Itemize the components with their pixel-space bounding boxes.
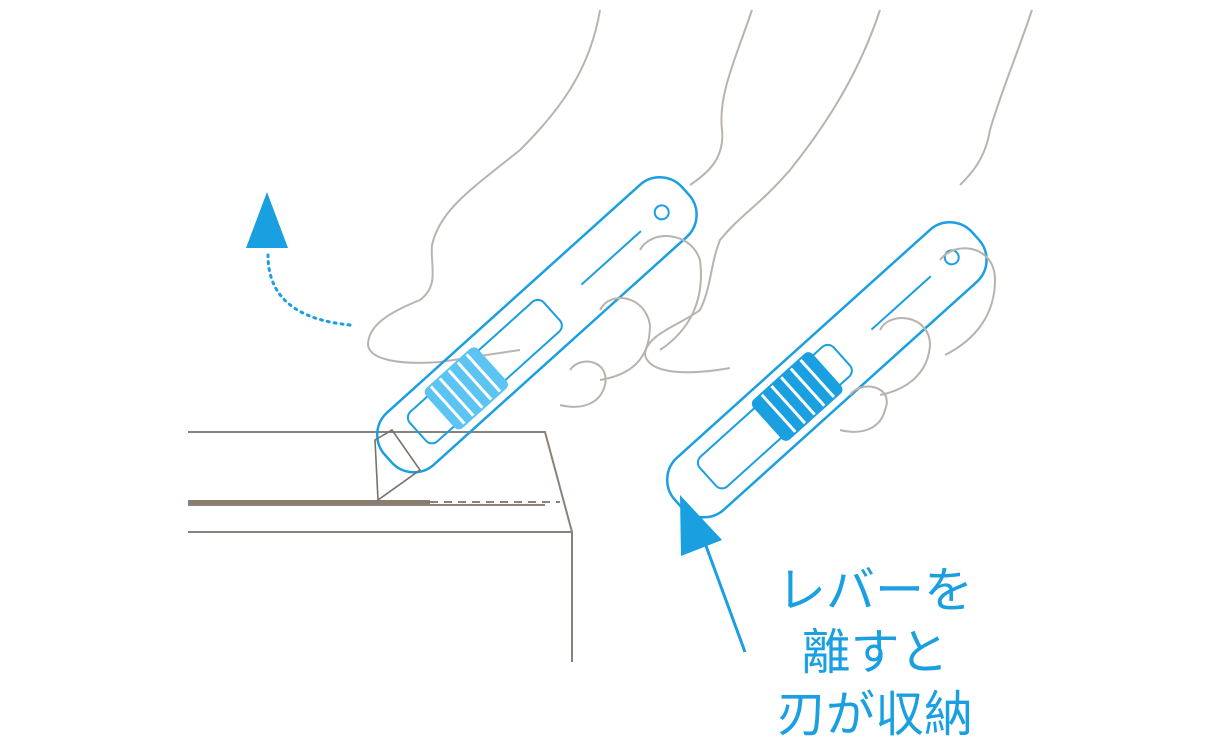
caption: レバーを 離すと 刃が収納 xyxy=(755,560,995,746)
cardboard-box xyxy=(188,431,573,662)
right-hand-with-cutter xyxy=(643,9,1033,519)
caption-line-2: 離すと xyxy=(801,624,949,681)
lift-motion-dotted-path xyxy=(266,253,352,327)
caption-line-1: レバーを xyxy=(776,562,973,619)
up-arrow-icon xyxy=(246,192,288,248)
retract-arrow-shaft xyxy=(700,534,747,653)
retract-arrow-icon xyxy=(680,495,722,556)
left-hand-with-cutter xyxy=(366,9,753,502)
caption-line-3: 刃が収納 xyxy=(776,686,973,743)
